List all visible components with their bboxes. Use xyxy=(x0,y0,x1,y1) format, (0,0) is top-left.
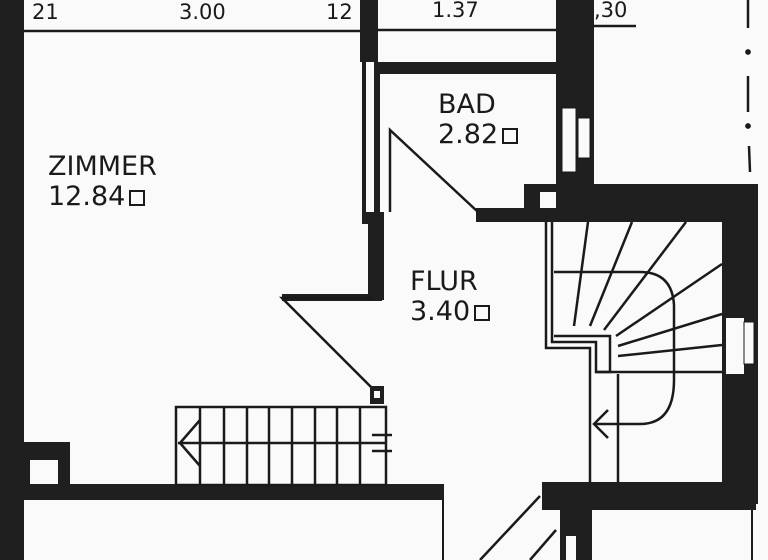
room-area: 3.40 xyxy=(410,296,471,327)
square-meter-icon xyxy=(502,127,519,144)
room-name: ZIMMER xyxy=(48,151,157,182)
room-area: 12.84 xyxy=(48,181,126,212)
door-swing-zimmer xyxy=(278,296,373,389)
straight-stair xyxy=(174,405,392,487)
door-swing-bad xyxy=(388,127,479,213)
square-meter-icon xyxy=(474,304,491,321)
room-label-flur: FLUR 3.40 xyxy=(410,266,491,327)
dimension-label-21: 21 xyxy=(32,0,59,24)
wall-shaft xyxy=(556,0,594,200)
room-label-zimmer: ZIMMER 12.84 xyxy=(48,153,157,210)
room-name: FLUR xyxy=(410,266,478,297)
wall-bad-top xyxy=(378,62,558,74)
room-name: BAD xyxy=(438,89,496,120)
door-swing-lower xyxy=(479,495,557,560)
square-meter-icon xyxy=(129,189,146,206)
outer-wall-left xyxy=(0,0,24,560)
wall-lower-left xyxy=(24,484,444,500)
room-label-bad: BAD 2.82 xyxy=(438,89,519,150)
wall-stair-top xyxy=(524,184,756,222)
dimension-label-12: 12 xyxy=(326,0,353,24)
room-area: 2.82 xyxy=(438,119,499,150)
winding-stair xyxy=(544,221,723,482)
dimension-label-30: ,30 xyxy=(594,0,628,22)
dimension-line-top xyxy=(24,24,636,33)
dimension-label-1-37: 1.37 xyxy=(432,0,479,22)
axis-line xyxy=(745,0,752,173)
dimension-label-3-00: 3.00 xyxy=(179,0,226,24)
